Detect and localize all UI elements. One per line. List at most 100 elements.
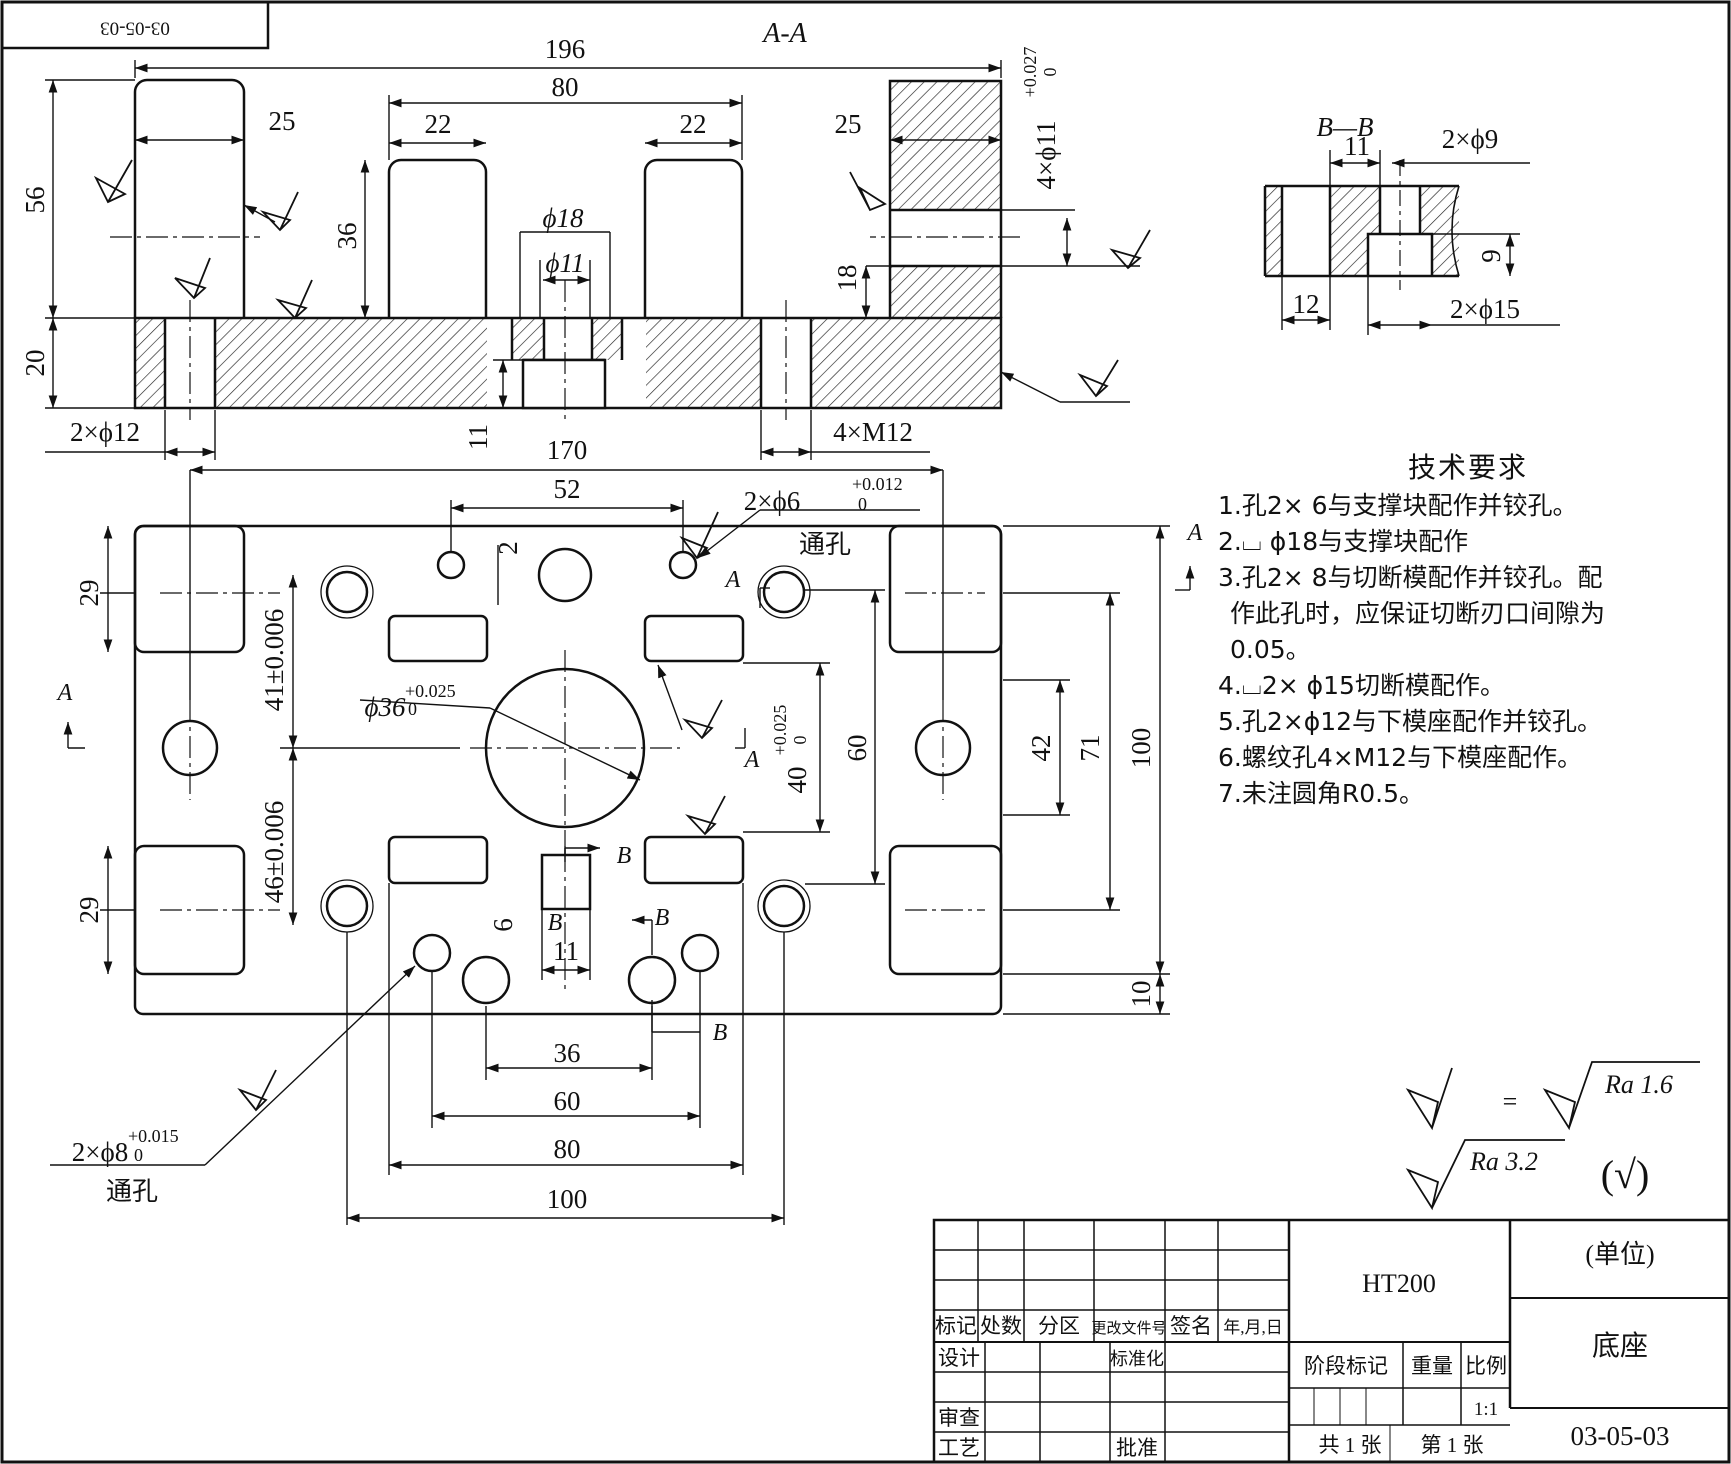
- tech-req-item-3: 3.孔2× 8与切断模配作并铰孔。配: [1218, 563, 1603, 592]
- plan-view-dimensions: [50, 470, 1195, 1225]
- dim-52: 52: [554, 474, 581, 504]
- dim-40-upper: +0.025: [770, 705, 790, 756]
- section-bb-dimensions: [1281, 150, 1560, 335]
- mark-b-2: B: [548, 910, 563, 936]
- dim-phi36-lower: 0: [408, 699, 417, 719]
- hole-phi18-top: [537, 547, 593, 603]
- dim-2-small: 2: [493, 541, 523, 555]
- dim-bb-9: 9: [1476, 249, 1506, 263]
- dim-4xphi11-lower: 0: [1040, 68, 1060, 77]
- corner-code-box: 03-05-03: [0, 0, 270, 50]
- dim-2xphi8-lower: 0: [134, 1145, 143, 1165]
- plate-outline: [133, 524, 1003, 1016]
- block-top-right: [888, 524, 1003, 654]
- roughness-legend: = Ra 1.6 Ra 3.2 (√): [1469, 1070, 1673, 1197]
- dim-25-left: 25: [269, 106, 296, 136]
- dim-phi36-upper: +0.025: [405, 681, 456, 701]
- dim-bb-11: 11: [1344, 131, 1370, 161]
- dim-41: 41±0.006: [259, 609, 289, 712]
- mark-b-4: B: [713, 1020, 728, 1046]
- roughness-symbols: [93, 159, 1700, 1211]
- dim-29-bottom: 29: [74, 897, 104, 924]
- dim-20: 20: [20, 350, 50, 377]
- dim-80-h: 80: [554, 1134, 581, 1164]
- hole-phi6-left: [436, 550, 466, 580]
- dim-10: 10: [1126, 981, 1156, 1008]
- dim-40: 40: [782, 767, 812, 794]
- dim-phi11: ϕ11: [546, 248, 585, 278]
- plan-view-dimension-text: 52 2 2×ϕ6 +0.012 0 通孔 29 29 41±0.006 46±…: [72, 474, 1156, 1214]
- hole-phi15-left: [461, 955, 511, 1005]
- tb-process: 工艺: [938, 1436, 980, 1460]
- dim-60-h: 60: [554, 1086, 581, 1116]
- section-aa-view: A-A: [110, 18, 1020, 420]
- dim-phi36: ϕ36: [365, 692, 406, 722]
- section-bb-view: [1263, 160, 1460, 290]
- dim-11-depth: 11: [463, 424, 493, 450]
- title-block-text: 标记 处数 分区 更改文件号 签名 年,月,日 设计 标准化 审查 工艺 批准 …: [935, 1240, 1669, 1460]
- dim-196: 196: [545, 34, 586, 64]
- tb-scale: 1:1: [1474, 1399, 1498, 1420]
- tech-req-item-3-cont: 作此孔时，应保证切断刃口间隙为: [1230, 599, 1606, 628]
- tb-stage-mark: 阶段标记: [1304, 1354, 1388, 1378]
- dim-18: 18: [832, 265, 862, 292]
- dim-71: 71: [1075, 735, 1105, 762]
- tb-standardize: 标准化: [1110, 1349, 1164, 1369]
- block-bottom-right: [888, 844, 1003, 976]
- hole-d11-bottom-right: [762, 884, 806, 928]
- hole-d11-top-right: [762, 570, 806, 614]
- roughness-ra32: Ra 3.2: [1469, 1147, 1538, 1176]
- tb-scale-label: 比例: [1465, 1354, 1507, 1378]
- roughness-rest: (√): [1601, 1152, 1650, 1197]
- tb-weight: 重量: [1411, 1354, 1453, 1378]
- slot-bottom-left: [387, 835, 489, 885]
- dim-36-vert: 36: [332, 223, 362, 250]
- dim-22-right: 22: [680, 109, 707, 139]
- mark-a-right: A: [1186, 520, 1203, 546]
- tech-req-item-3-end: 0.05。: [1230, 635, 1311, 664]
- tb-header-4: 签名: [1170, 1314, 1212, 1338]
- section-bb-title: B—B: [1317, 112, 1374, 142]
- mark-a-left: A: [56, 680, 73, 706]
- section-aa-dimensions: [45, 60, 1140, 475]
- hole-phi8-right: [680, 933, 720, 973]
- dim-2xphi6: 2×ϕ6: [744, 486, 800, 516]
- dim-170: 170: [547, 435, 588, 465]
- dim-42: 42: [1026, 735, 1056, 762]
- dim-36-h: 36: [554, 1038, 581, 1068]
- slot-b: [540, 853, 592, 911]
- dim-4xphi11-upper: +0.027: [1020, 47, 1040, 98]
- tb-header-5: 年,月,日: [1223, 1318, 1283, 1337]
- tech-req-item-1: 1.孔2× 6与支撑块配作并铰孔。: [1218, 491, 1578, 520]
- section-aa-title: A-A: [761, 18, 807, 49]
- tech-req-item-6: 6.螺纹孔4×M12与下模座配作。: [1218, 743, 1583, 772]
- dim-100-vert: 100: [1126, 728, 1156, 769]
- dim-2xphi6-upper: +0.012: [852, 474, 903, 494]
- slot-top-right: [643, 614, 745, 663]
- dim-100-h: 100: [547, 1184, 588, 1214]
- tb-header-0: 标记: [935, 1314, 977, 1338]
- technical-requirements: 技术要求 1.孔2× 6与支撑块配作并铰孔。 2.⌴ ϕ18与支撑块配作 3.孔…: [1218, 450, 1718, 812]
- tech-req-item-7: 7.未注圆角R0.5。: [1218, 779, 1424, 808]
- tb-part-name: 底座: [1592, 1330, 1648, 1362]
- dim-60-vert: 60: [842, 735, 872, 762]
- tech-req-item-5: 5.孔2×ϕ12与下模座配作并铰孔。: [1218, 707, 1603, 736]
- dim-11-slot: 11: [553, 936, 579, 966]
- tb-header-1: 处数: [980, 1314, 1022, 1338]
- dim-29-top: 29: [74, 580, 104, 607]
- title-block: [932, 1218, 1731, 1464]
- dim-22-left: 22: [425, 109, 452, 139]
- roughness-ra16: Ra 1.6: [1604, 1070, 1673, 1099]
- tech-req-title: 技术要求: [1407, 451, 1528, 484]
- dim-6: 6: [488, 918, 518, 932]
- dim-2xphi8-upper: +0.015: [128, 1126, 179, 1146]
- hole-phi15-right: [627, 955, 677, 1005]
- tb-header-2: 分区: [1038, 1314, 1080, 1338]
- tb-material: HT200: [1362, 1269, 1436, 1298]
- hole-d11-top-left: [325, 570, 369, 614]
- mark-a-lower: A: [743, 747, 760, 773]
- tb-sheets-total: 共 1 张: [1319, 1433, 1382, 1457]
- corner-code: 03-05-03: [100, 18, 170, 39]
- mark-b-3: B: [655, 905, 670, 931]
